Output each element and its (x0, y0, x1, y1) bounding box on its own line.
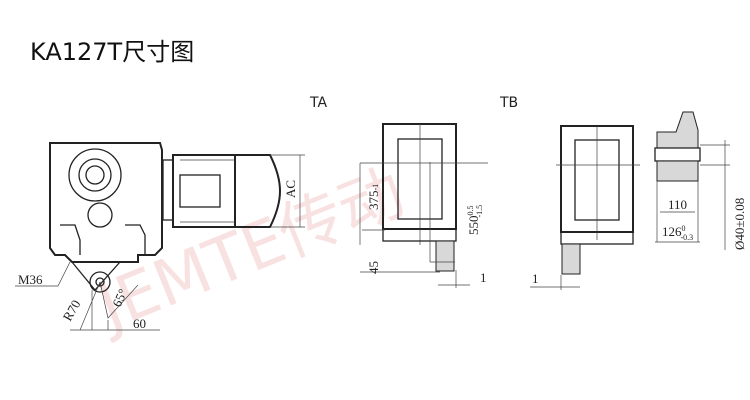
gearbox-side-view (49, 142, 163, 293)
motor (162, 154, 282, 228)
dim-45: 45 (366, 261, 381, 274)
dim-r70: R70 (60, 297, 84, 323)
dim-126: 1260-0.3 (662, 224, 693, 242)
shaft-section (654, 111, 701, 182)
dim-m36: M36 (18, 272, 43, 287)
dim-gap-tb: 1 (532, 271, 539, 286)
page-title: KA127T尺寸图 (30, 38, 195, 66)
ta-front-view (360, 123, 488, 272)
dim-60: 60 (133, 316, 146, 331)
view-label-tb: TB (499, 95, 518, 111)
dim-375: 375-1 (366, 184, 381, 210)
dim-angle: 65° (109, 286, 130, 309)
dim-550: 5500.5-1.5 (466, 205, 484, 235)
dim-ac: AC (283, 180, 298, 198)
view-label-ta: TA (309, 95, 327, 111)
dim-bore: Ø40±0.08 (732, 198, 747, 250)
dim-110: 110 (668, 197, 687, 212)
dim-gap-ta: 1 (480, 270, 487, 285)
tb-front-view (556, 125, 640, 275)
